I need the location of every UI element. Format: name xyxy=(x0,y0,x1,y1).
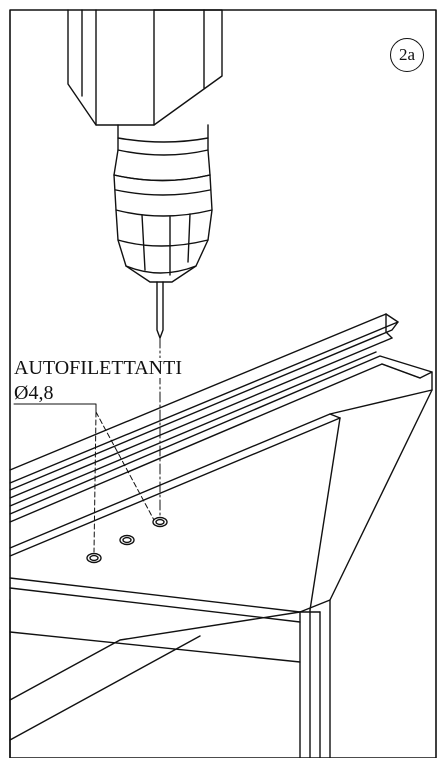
figure-border xyxy=(9,9,437,758)
screw-hole xyxy=(119,534,135,546)
frame-face xyxy=(9,577,321,613)
frame-top-face xyxy=(9,389,433,549)
drill-body xyxy=(67,9,155,126)
screw-hole xyxy=(152,516,168,528)
screw-hole xyxy=(89,554,99,562)
drill-collar xyxy=(117,124,209,156)
step-badge: 2a xyxy=(390,38,424,72)
screw-hole xyxy=(86,552,102,564)
callout-screw-diameter: Ø4,8 xyxy=(14,382,54,404)
screw-hole xyxy=(155,518,165,526)
screw-hole xyxy=(122,536,132,544)
frame-miter xyxy=(299,389,433,613)
frame-rear-edge xyxy=(9,313,399,484)
frame-profile xyxy=(9,313,433,758)
drill-bit xyxy=(156,281,164,339)
callout-leaders xyxy=(13,403,155,553)
drill xyxy=(67,9,223,339)
screw-holes xyxy=(86,516,168,564)
callout-screw-type: AUTOFILETTANTI xyxy=(14,357,182,379)
